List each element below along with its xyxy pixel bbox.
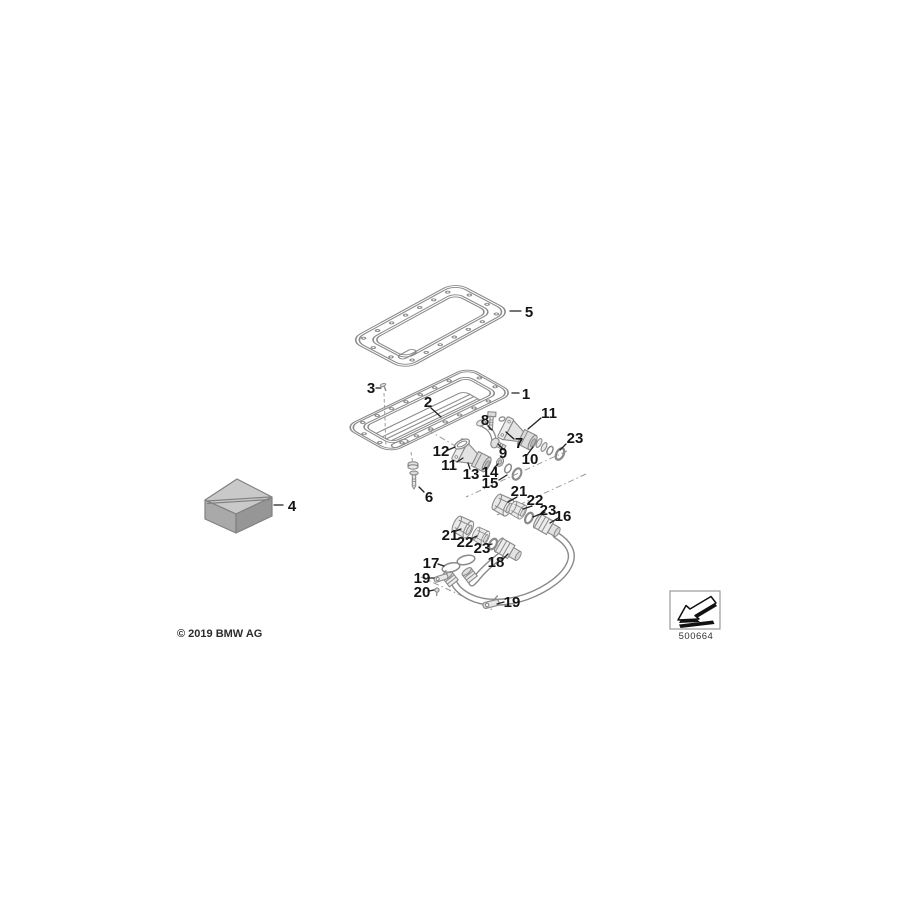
screw-20 bbox=[434, 587, 440, 597]
callout-numbers: 5 1 2 3 4 6 8 11 23 7 9 10 12 11 13 14 1… bbox=[288, 304, 584, 611]
callout-3[interactable]: 3 bbox=[367, 380, 375, 397]
callout-12[interactable]: 12 bbox=[433, 443, 450, 460]
diagram-code: 500664 bbox=[679, 631, 714, 642]
callout-23-upper[interactable]: 23 bbox=[540, 502, 557, 519]
callout-14[interactable]: 14 bbox=[482, 464, 499, 481]
callout-16[interactable]: 16 bbox=[555, 508, 572, 525]
callout-leader-lines bbox=[273, 310, 567, 605]
callout-15[interactable]: 15 bbox=[482, 475, 499, 492]
washer-nut-6 bbox=[407, 461, 419, 470]
o-ring-15 bbox=[511, 467, 523, 481]
callout-13[interactable]: 13 bbox=[463, 466, 480, 483]
drain-fitting-11-right bbox=[497, 416, 538, 451]
callout-5[interactable]: 5 bbox=[525, 304, 533, 321]
arm-flange bbox=[476, 419, 486, 427]
diagram-code-block[interactable]: 500664 bbox=[669, 590, 721, 642]
callout-4[interactable]: 4 bbox=[288, 498, 297, 515]
callout-10[interactable]: 10 bbox=[522, 451, 539, 468]
callout-21-lower[interactable]: 21 bbox=[442, 527, 459, 544]
repair-kit-box bbox=[204, 478, 273, 534]
callout-6[interactable]: 6 bbox=[425, 489, 433, 506]
washer-7 bbox=[535, 438, 543, 448]
o-ring-23 bbox=[487, 537, 499, 551]
callout-22-lower[interactable]: 22 bbox=[457, 534, 474, 551]
bolt-3 bbox=[379, 382, 387, 392]
callout-7[interactable]: 7 bbox=[515, 435, 523, 452]
washer-10 bbox=[540, 442, 548, 452]
copyright-notice: © 2019 BMW AG bbox=[177, 628, 262, 640]
callout-1[interactable]: 1 bbox=[522, 386, 530, 403]
callout-11-left[interactable]: 11 bbox=[441, 457, 457, 474]
return-hose-16 bbox=[450, 531, 575, 606]
seal-ring bbox=[546, 445, 554, 456]
callout-2[interactable]: 2 bbox=[424, 394, 432, 411]
gasket-ring-17 bbox=[456, 554, 476, 566]
callout-22-upper[interactable]: 22 bbox=[527, 492, 544, 509]
pan-flange-holes bbox=[359, 376, 498, 445]
callout-20[interactable]: 20 bbox=[414, 584, 431, 601]
callout-18[interactable]: 18 bbox=[488, 554, 505, 571]
oil-pan-gasket bbox=[354, 285, 506, 367]
o-ring-23 bbox=[523, 511, 535, 525]
callout-8[interactable]: 8 bbox=[481, 412, 489, 429]
page-turn-arrow-icon bbox=[677, 595, 717, 628]
callout-23-top[interactable]: 23 bbox=[567, 430, 584, 447]
seal-ring bbox=[498, 416, 506, 422]
callout-19-bottom[interactable]: 19 bbox=[504, 594, 521, 611]
callout-11-top[interactable]: 11 bbox=[541, 405, 557, 422]
washer-15 bbox=[503, 463, 513, 474]
hose-clamp-19 bbox=[480, 594, 501, 610]
callout-23-lower[interactable]: 23 bbox=[474, 540, 491, 557]
callout-21-upper[interactable]: 21 bbox=[511, 483, 528, 500]
callout-19-left[interactable]: 19 bbox=[414, 570, 431, 587]
feed-hose-18 bbox=[468, 552, 504, 587]
gasket-bolt-holes bbox=[360, 290, 500, 362]
callout-17[interactable]: 17 bbox=[423, 555, 440, 572]
o-ring-23 bbox=[554, 447, 566, 461]
banjo-bolt-8 bbox=[487, 411, 497, 431]
gasket-ring-17 bbox=[441, 561, 461, 574]
drain-plug-bolt-6 bbox=[409, 470, 419, 491]
callout-9[interactable]: 9 bbox=[499, 445, 507, 462]
